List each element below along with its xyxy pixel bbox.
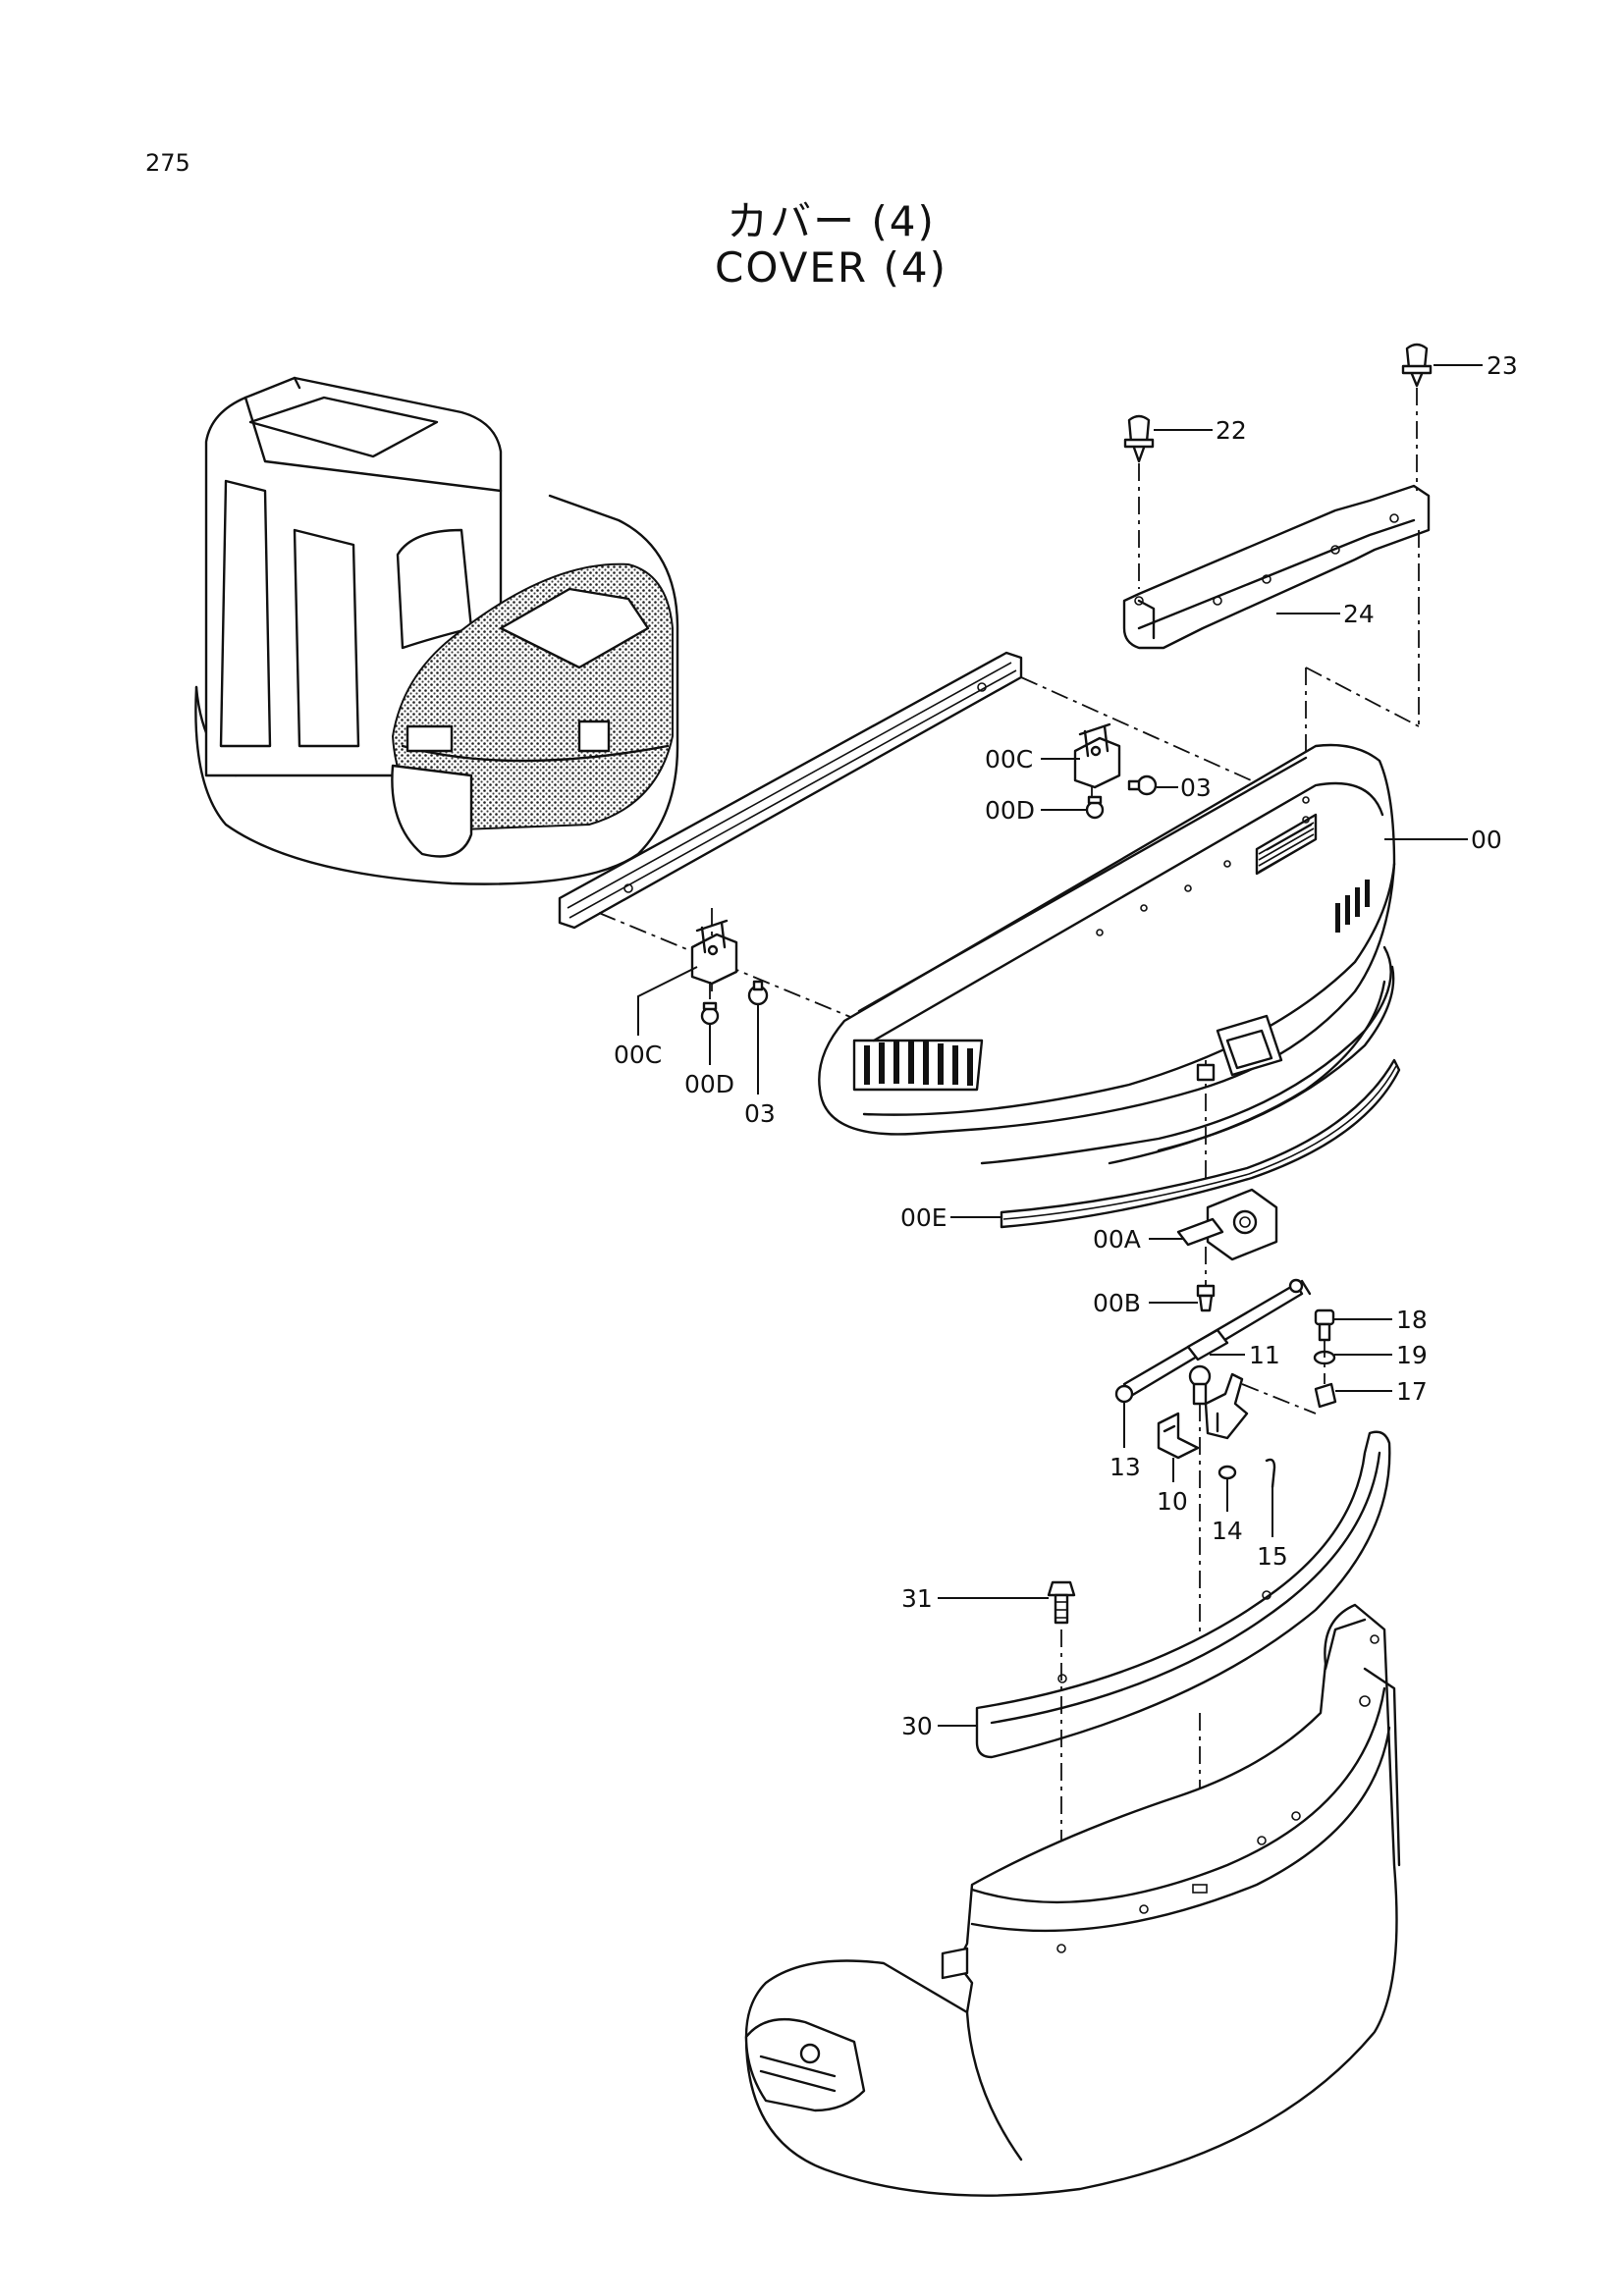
- page-number: 275: [145, 149, 190, 177]
- vent-left: [852, 1039, 984, 1092]
- nut-17: [1314, 1382, 1337, 1409]
- bolt-00D-right: [1085, 795, 1105, 820]
- excavator-overview: [194, 376, 679, 885]
- guard-bar-30: [975, 1430, 1391, 1759]
- callout-00C-left: 00C: [614, 1041, 662, 1069]
- callouts: 23 22 24 00C 03 00D 00 00C 00D 03 00E 00…: [614, 351, 1518, 1740]
- callout-13: 13: [1109, 1453, 1141, 1481]
- bolt-03-right: [1127, 774, 1158, 796]
- cover-plate-24: [1122, 484, 1431, 650]
- callout-00E: 00E: [900, 1203, 947, 1232]
- counterweight: [744, 1603, 1401, 2197]
- callout-22: 22: [1216, 416, 1247, 445]
- callout-31: 31: [901, 1584, 933, 1613]
- callout-00D-right: 00D: [985, 796, 1035, 825]
- bolt-00B: [1196, 1284, 1216, 1312]
- main-cover-00: [818, 743, 1396, 1165]
- gas-strut: [1114, 1278, 1312, 1404]
- clip-22: [1123, 414, 1155, 589]
- bolt-03-left: [747, 980, 769, 1006]
- callout-03-right: 03: [1180, 774, 1212, 802]
- bolt-11: [1188, 1364, 1212, 1406]
- callout-18: 18: [1396, 1306, 1428, 1334]
- callout-23: 23: [1487, 351, 1518, 380]
- lock-00A: [1176, 1188, 1278, 1261]
- callout-10: 10: [1157, 1487, 1188, 1516]
- callout-14: 14: [1212, 1517, 1243, 1545]
- clip-23: [1401, 343, 1433, 491]
- callout-11: 11: [1249, 1341, 1280, 1369]
- callout-00B: 00B: [1093, 1289, 1141, 1317]
- vent-side: [1335, 880, 1370, 933]
- bolt-00D-left: [700, 1001, 720, 1026]
- seal-strip-00E: [1000, 1058, 1401, 1229]
- washer-14: [1217, 1465, 1237, 1480]
- title-japanese: カバー (4): [727, 197, 936, 245]
- hinge-00C-right: [1073, 722, 1121, 805]
- callout-15: 15: [1257, 1542, 1288, 1571]
- callout-00: 00: [1471, 826, 1502, 854]
- callout-03-left: 03: [744, 1099, 776, 1128]
- hook-bracket: [1204, 1372, 1249, 1440]
- callout-24: 24: [1343, 600, 1375, 628]
- hinge-00C-left: [690, 919, 738, 1006]
- bolt-18: [1314, 1308, 1335, 1342]
- callout-00C-right: 00C: [985, 745, 1033, 774]
- bolt-31: [1047, 1580, 1076, 1625]
- pin-15: [1265, 1458, 1276, 1489]
- title-english: COVER (4): [715, 243, 947, 292]
- callout-17: 17: [1396, 1377, 1428, 1406]
- vent-top: [1255, 813, 1318, 876]
- bracket-10: [1157, 1412, 1200, 1460]
- callout-19: 19: [1396, 1341, 1428, 1369]
- callout-00D-left: 00D: [684, 1070, 734, 1098]
- callout-00A: 00A: [1093, 1225, 1141, 1254]
- callout-30: 30: [901, 1712, 933, 1740]
